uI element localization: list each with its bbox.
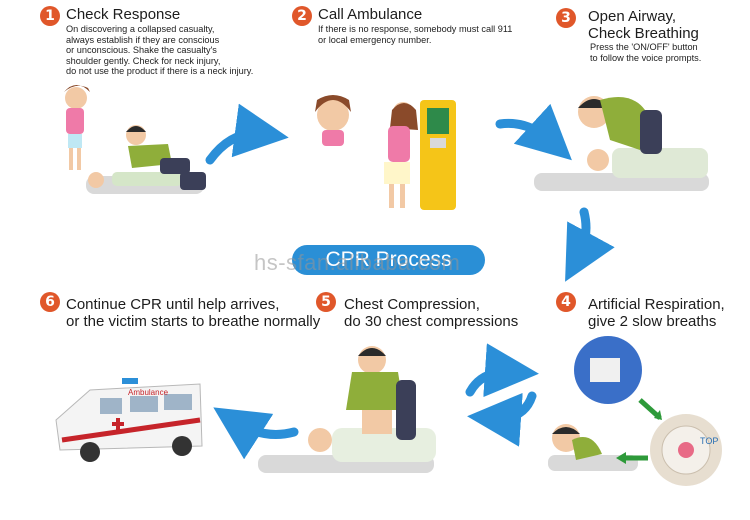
- cycle-arrow-top: [465, 343, 539, 398]
- mask-top-label: TOP: [700, 436, 718, 446]
- step-3-badge: 3: [556, 8, 576, 28]
- step-1-description: On discovering a collapsed casualty, alw…: [66, 24, 254, 77]
- arrow-5-to-6: [213, 407, 299, 460]
- arrow-2-to-3: [495, 103, 572, 161]
- step1-illustration: [64, 85, 206, 194]
- process-banner: CPR Process: [292, 245, 485, 275]
- ambulance-icon: Ambulance: [55, 378, 203, 462]
- step3-illustration: [534, 96, 709, 191]
- step-4-title: Artificial Respiration, give 2 slow brea…: [588, 296, 725, 330]
- watermark: hs-sfan.alibaba.com: [254, 250, 461, 275]
- step-2-badge: 2: [292, 6, 312, 26]
- step-2-title: Call Ambulance: [318, 6, 423, 23]
- step-3-title: Open Airway, Check Breathing: [588, 8, 699, 42]
- step-1-title: Check Response: [66, 6, 181, 23]
- step-1-badge: 1: [40, 6, 60, 26]
- ambulance-label: Ambulance: [128, 388, 169, 397]
- step-2-description: If there is no response, somebody must c…: [318, 24, 513, 45]
- cycle-arrow-bottom: [467, 391, 537, 447]
- flow-arrows: [205, 103, 615, 460]
- step-6-badge: 6: [40, 292, 60, 312]
- arrow-3-to-4: [565, 207, 615, 282]
- step4-illustration: TOP: [548, 336, 722, 486]
- step-4-badge: 4: [556, 292, 576, 312]
- step5-illustration: [258, 346, 436, 473]
- step-5-title: Chest Compression, do 30 chest compressi…: [344, 296, 519, 330]
- step-6-title: Continue CPR until help arrives, or the …: [66, 296, 321, 330]
- step-5-badge: 5: [316, 292, 336, 312]
- arrow-1-to-2: [205, 103, 289, 165]
- step-3-description: Press the 'ON/OFF' button to follow the …: [590, 42, 702, 63]
- step2-illustration: [315, 95, 456, 210]
